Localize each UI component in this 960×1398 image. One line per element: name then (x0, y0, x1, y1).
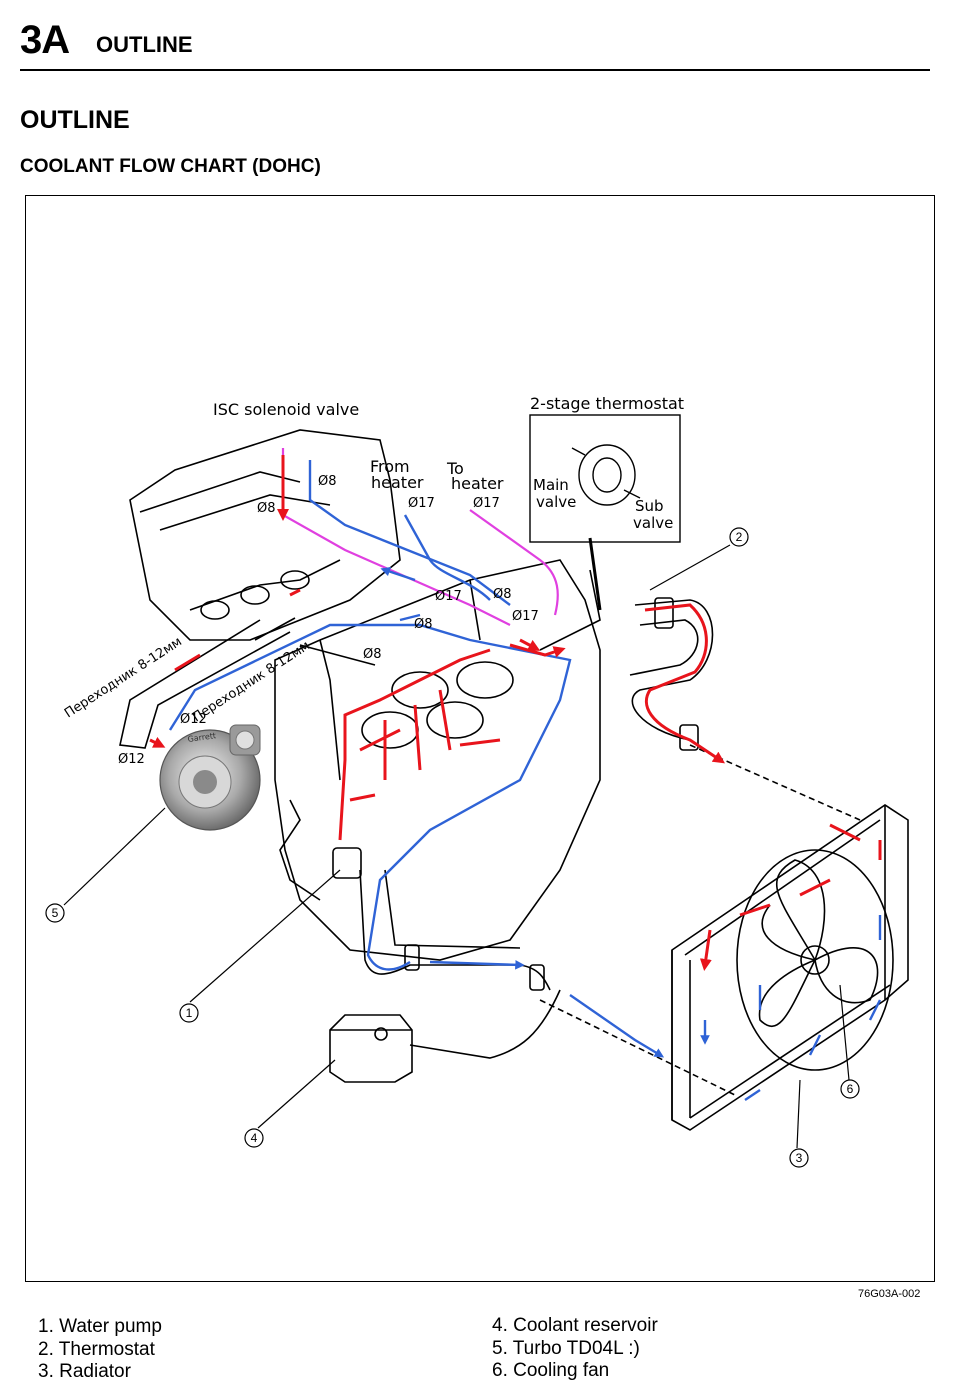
figure-code: 76G03A-002 (858, 1288, 921, 1300)
legend-item: 5. Turbo TD04L :) (492, 1337, 640, 1359)
callout-6 (840, 1079, 860, 1099)
diameter-label: Ø17 (435, 589, 462, 604)
section-title: OUTLINE (96, 32, 193, 57)
legend-left: 1. Water pump 2. Thermostat 3. Radiator (38, 1316, 162, 1384)
cooling-fan (736, 849, 894, 1071)
turbo-image (159, 724, 261, 831)
legend-item: 3. Radiator (38, 1361, 131, 1382)
main-valve-label-2: valve (536, 493, 576, 511)
callout-3 (789, 1148, 809, 1168)
callout-3-number: 3 (796, 1151, 803, 1165)
diameter-label: Ø8 (318, 474, 337, 489)
hoses (119, 597, 861, 1096)
coolant-reservoir (329, 1014, 413, 1083)
callout-6-number: 6 (847, 1082, 854, 1096)
subheading: COOLANT FLOW CHART (DOHC) (20, 156, 321, 177)
legend-item: 4. Coolant reservoir (492, 1315, 658, 1336)
diameter-label: Ø8 (257, 501, 276, 516)
from-heater-label-2: heater (371, 473, 424, 492)
diagram-frame (25, 195, 935, 1282)
sub-valve-label: Sub (635, 497, 664, 515)
diameter-label: Ø8 (493, 587, 512, 602)
diameter-label: Ø17 (408, 496, 435, 511)
hot-flow (149, 455, 882, 965)
legend-right: 4. Coolant reservoir 5. Turbo TD04L :) 6… (492, 1315, 658, 1383)
legend-item: 1. Water pump (38, 1316, 162, 1337)
cold-flow (168, 460, 882, 1101)
callout-2 (729, 527, 749, 547)
sub-valve-label-2: valve (633, 514, 673, 532)
callout-1-number: 1 (186, 1006, 193, 1020)
from-heater-label: From (370, 457, 410, 476)
diameter-label: Ø12 (180, 712, 207, 727)
diameter-label: Ø17 (512, 609, 539, 624)
to-heater-label: To (446, 459, 464, 478)
intake-manifold (129, 429, 401, 641)
callout-5 (45, 903, 65, 923)
thermostat-title-label: 2-stage thermostat (530, 394, 684, 413)
callout-5-number: 5 (52, 906, 59, 920)
callout-leaders (63, 544, 850, 1149)
to-heater-label-2: heater (451, 474, 504, 493)
thermostat-inset (529, 414, 681, 611)
callout-1 (179, 1003, 199, 1023)
radiator (671, 804, 909, 1131)
diameter-label: Ø8 (414, 617, 433, 632)
isc-valve-label: ISC solenoid valve (213, 400, 359, 419)
header-rule (20, 69, 930, 71)
main-valve-label: Main (533, 476, 569, 494)
callout-4 (244, 1128, 264, 1148)
legend-item: 2. Thermostat (38, 1338, 155, 1360)
callout-4-number: 4 (251, 1131, 258, 1145)
page-heading: OUTLINE (20, 106, 130, 134)
engine-block (274, 559, 601, 961)
turbo-brand-text: Garrett (187, 731, 217, 744)
diameter-label: Ø8 (363, 647, 382, 662)
diameter-label: Ø17 (473, 496, 500, 511)
legend-item: 6. Cooling fan (492, 1360, 610, 1381)
section-number: 3A (20, 18, 70, 62)
callout-2-number: 2 (736, 530, 743, 544)
diameter-label: Ø12 (118, 752, 145, 767)
